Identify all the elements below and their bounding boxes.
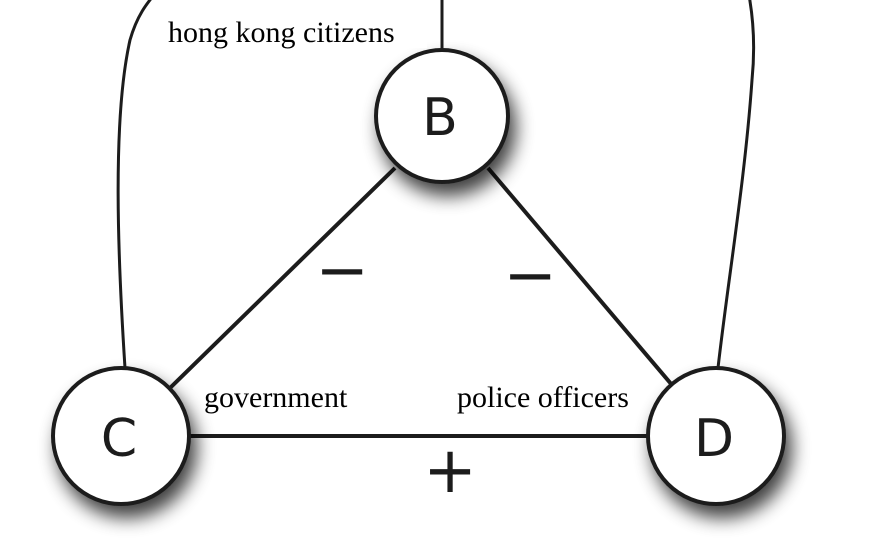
label-b-backdrop xyxy=(165,12,427,48)
edge-b-d-sign: − xyxy=(503,239,557,313)
node-d-label: police officers xyxy=(457,381,629,414)
node-c: C xyxy=(51,366,191,506)
node-d-letter: D xyxy=(694,409,734,469)
edge-b-c xyxy=(168,166,397,390)
node-b-label: hong kong citizens xyxy=(168,16,395,49)
edge-c-d-sign: + xyxy=(423,434,477,508)
edge-b-d xyxy=(486,166,674,387)
edge-d-offscreen xyxy=(716,0,756,369)
node-b: B xyxy=(374,48,510,184)
node-c-letter: C xyxy=(101,409,137,469)
edge-c-offscreen xyxy=(116,0,152,369)
edge-b-c-sign: − xyxy=(315,234,369,308)
node-b-letter: B xyxy=(422,88,458,148)
node-d: D xyxy=(646,366,786,506)
node-c-label: government xyxy=(204,381,348,414)
